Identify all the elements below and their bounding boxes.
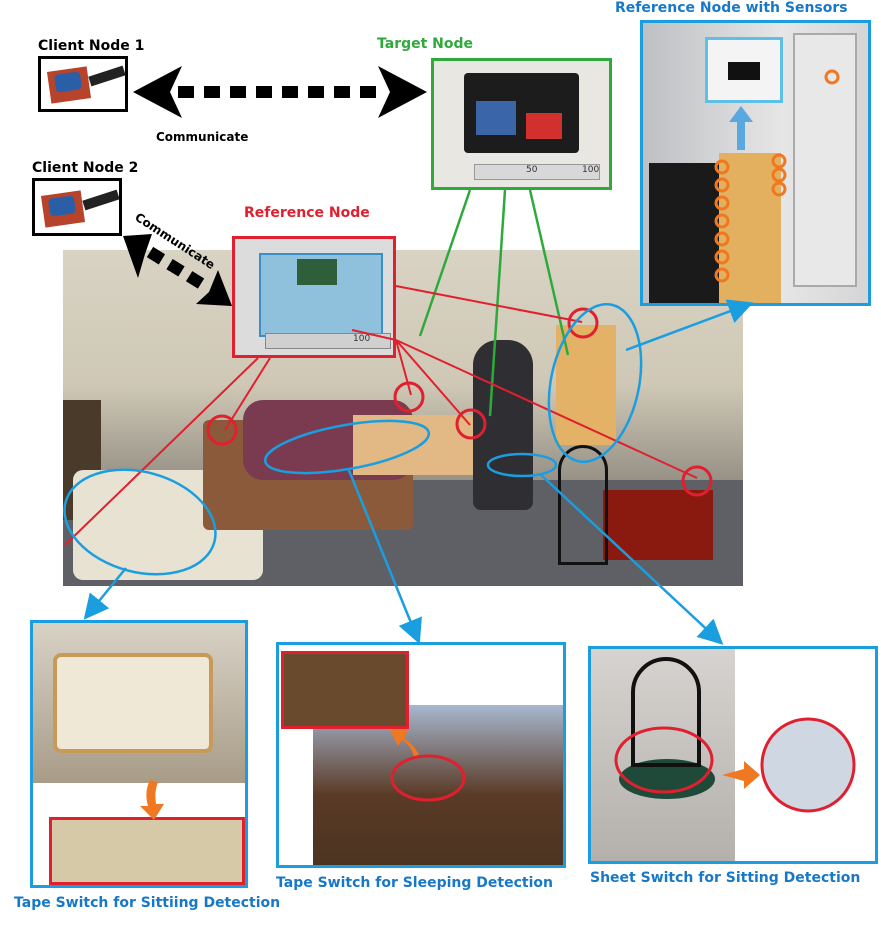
tape-sitting-label: Tape Switch for Sittiing Detection [14, 895, 281, 911]
sensors-cabinet [719, 153, 781, 303]
reference-node-lines [64, 285, 698, 546]
communicate-label-1: Communicate [156, 130, 249, 144]
reference-node-box: 100 [232, 236, 396, 358]
reference-ruler-number: 100 [353, 334, 371, 344]
sensors-fridge [649, 163, 719, 303]
sofa-inset-box [30, 620, 248, 888]
client-node-1-box [38, 56, 128, 112]
room-photo [63, 250, 743, 586]
target-node-red-board [526, 113, 562, 139]
sensor-circles [206, 307, 713, 497]
inset-arrows [83, 299, 754, 645]
person [473, 340, 533, 510]
sensor-circle-table [455, 408, 487, 440]
chair-back [631, 657, 701, 767]
chair [558, 445, 608, 565]
reference-node-board [297, 259, 337, 285]
bed-inset-photo [313, 705, 563, 865]
sensor-circle-bed [206, 414, 238, 446]
sensors-up-arrow [729, 106, 753, 150]
bed-curve-arrow [390, 730, 420, 758]
sensor-circle-floor [681, 465, 713, 497]
client-node-2-box [32, 178, 122, 236]
bed-inset-circle [390, 754, 466, 802]
sheet-sitting-label: Sheet Switch for Sitting Detection [590, 870, 861, 886]
sensor-circle-wall [567, 307, 599, 339]
orange-sensor-rings [714, 69, 840, 283]
client-node-1-label: Client Node 1 [38, 38, 145, 54]
client-node-2-label: Client Node 2 [32, 160, 139, 176]
ellipse-sofa [63, 468, 217, 576]
tape-sleeping-label: Tape Switch for Sleeping Detection [276, 875, 553, 891]
bed-detail-box [281, 651, 409, 729]
detection-ellipses [63, 302, 643, 576]
chair-detail-circle [760, 717, 856, 813]
ruler-number-100: 100 [582, 165, 600, 175]
sensors-inset [705, 37, 783, 103]
sofa-down-arrow [140, 780, 164, 820]
sofa-inset-sofa [53, 653, 213, 753]
target-node-board [476, 101, 516, 135]
reference-node-sensors-box [640, 20, 871, 306]
reference-node-ruler [265, 333, 391, 349]
target-node-label: Target Node [377, 36, 474, 52]
communicate-arrow-1 [133, 66, 427, 118]
communicate-arrow-2 [123, 234, 232, 306]
sensors-switch [728, 62, 760, 80]
sofa-detail-box [49, 817, 245, 885]
reference-node-sensors-label: Reference Node with Sensors [615, 0, 848, 16]
sensor-circle-shelf [393, 381, 425, 413]
reference-node-label: Reference Node [244, 205, 370, 221]
ellipse-cabinet [547, 302, 643, 464]
chair-inset-circle [614, 726, 714, 794]
ruler-number-50: 50 [526, 165, 538, 175]
chair-right-arrow [722, 761, 760, 789]
target-node-box: 50 100 [431, 58, 612, 190]
target-node-ruler [474, 164, 600, 180]
ellipse-chair [486, 452, 558, 478]
ellipse-bed [263, 419, 431, 475]
target-node-lines [418, 189, 570, 417]
